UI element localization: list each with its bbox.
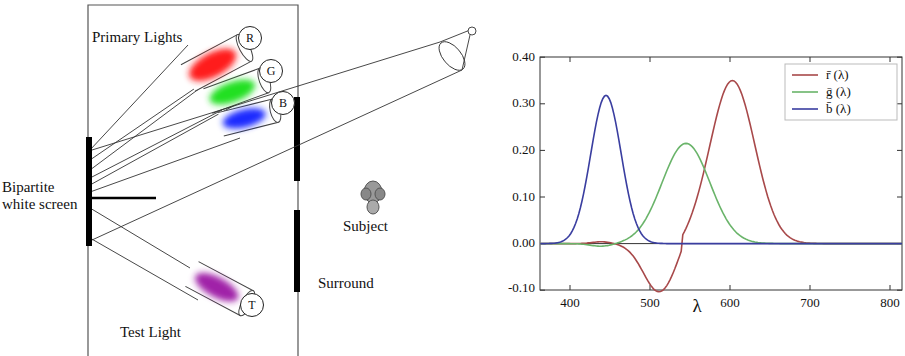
heading-label: Primary Lights: [92, 29, 182, 46]
legend-text: r̄ (λ): [826, 68, 849, 83]
part-label: Test Light: [120, 324, 181, 341]
tick-label: 800: [880, 296, 900, 311]
tick-label: 400: [560, 296, 580, 311]
lamp-circle: T: [240, 293, 264, 317]
viewing-cone: [92, 27, 476, 240]
tick-marks: [540, 57, 902, 290]
lamp-circle: R: [238, 26, 262, 50]
lamp-circle: G: [259, 59, 283, 83]
legend-text: b̄ (λ): [826, 102, 851, 117]
tick-label: 0.10: [512, 190, 535, 205]
tick-label: 0.00: [512, 236, 535, 251]
tick-label: 0.30: [512, 96, 535, 111]
tick-label: 700: [800, 296, 820, 311]
surround: [294, 210, 300, 292]
screen-divider: [89, 197, 156, 200]
lamp-letter: T: [248, 299, 255, 311]
housing: [88, 5, 298, 356]
tick-label: 0.20: [512, 143, 535, 158]
lamp-letter: B: [279, 97, 287, 109]
tick-label: 600: [720, 296, 740, 311]
legend-text: ḡ (λ): [826, 85, 851, 100]
surround: [294, 97, 300, 181]
lamp-letter: G: [267, 65, 276, 77]
lamp-circle: B: [271, 91, 295, 115]
part-label: Bipartite white screen: [2, 179, 82, 214]
tick-label: -0.10: [508, 281, 535, 296]
part-label: Subject: [343, 218, 388, 235]
tick-label: 0.40: [512, 50, 535, 65]
lamp-letter: R: [246, 32, 254, 44]
plot-frame: [540, 57, 902, 290]
axis-label: λ: [692, 295, 701, 317]
tick-label: 500: [640, 296, 660, 311]
legend-lines: [792, 75, 818, 109]
curves: [540, 81, 902, 292]
subject-figure: [361, 181, 385, 214]
legend-box: [785, 64, 897, 120]
part-label: Surround: [318, 275, 374, 292]
screen: [86, 137, 92, 246]
